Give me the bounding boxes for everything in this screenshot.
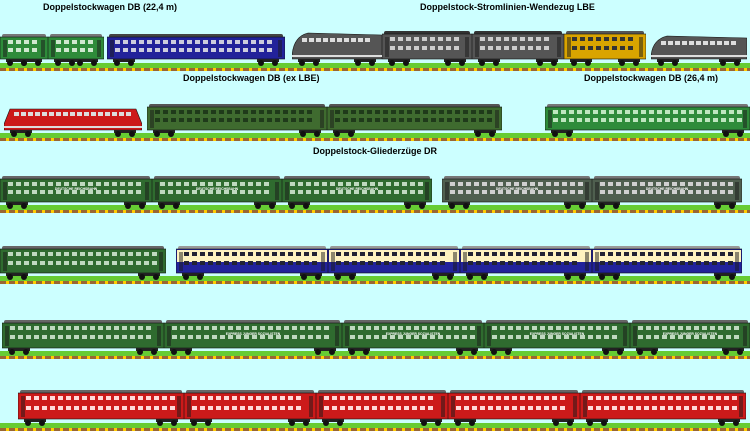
db-v200-locomotive xyxy=(4,105,142,137)
red-double-deck-car-3 xyxy=(316,390,448,426)
lbe-car-3 xyxy=(472,31,564,66)
red-double-deck-car-1 xyxy=(18,390,184,426)
title-db-22-4: Doppelstockwagen DB (22,4 m) xyxy=(43,2,178,12)
car-label-text: DEUTSCHE REICHSBAHN xyxy=(196,187,239,191)
ground-row-4 xyxy=(0,276,750,281)
car-label-text: DEUTSCHE REICHSBAHN xyxy=(336,187,379,191)
red-double-deck-car-5 xyxy=(580,390,746,426)
ground-row-6 xyxy=(0,423,750,428)
db-22-4-car-2 xyxy=(48,34,104,66)
red-double-deck-car-4 xyxy=(448,390,580,426)
title-lbe-wendezug: Doppelstock-Stromlinien-Wendezug LBE xyxy=(420,2,595,12)
express-car-3: EXPRESS JUNGER SOZIALISTEN xyxy=(484,320,630,355)
dr-glieder-car-1: DEUTSCHE REICHSBAHN xyxy=(0,176,152,209)
car-label-text: EXPRESS JUNGER SOZIALISTEN xyxy=(226,332,281,336)
title-db-26-4: Doppelstockwagen DB (26,4 m) xyxy=(584,73,719,83)
db-22-4-car-1 xyxy=(0,34,48,66)
db-ex-lbe-car-2 xyxy=(327,104,502,137)
rail-row-3 xyxy=(0,210,750,213)
dr-green-car-row4 xyxy=(0,246,166,280)
title-db-ex-lbe: Doppelstockwagen DB (ex LBE) xyxy=(183,73,320,83)
lbe-streamline-cab-car xyxy=(292,31,382,66)
express-car-2: EXPRESS JUNGER SOZIALISTEN xyxy=(342,320,484,355)
db-26-4-car xyxy=(545,104,750,137)
rail-row-6 xyxy=(0,428,750,431)
rail-row-1 xyxy=(0,68,750,71)
dr-cream-blue-car-1 xyxy=(176,246,328,280)
ground-row-5 xyxy=(0,351,750,356)
lbe-middle-car xyxy=(382,31,472,66)
dr-cream-blue-car-4 xyxy=(592,246,742,280)
dr-glieder-grey-car-1: DEUTSCHE REICHSBAHN xyxy=(442,176,592,209)
red-double-deck-car-2 xyxy=(184,390,316,426)
dr-cream-blue-car-3 xyxy=(460,246,592,280)
rail-row-4 xyxy=(0,281,750,284)
title-dr-glieder: Doppelstock-Gliederzüge DR xyxy=(313,146,438,156)
car-label-text: EXPRESS JUNGER SOZIALISTEN xyxy=(530,332,585,336)
rail-row-5 xyxy=(0,356,750,359)
car-label-text: DEUTSCHE REICHSBAHN xyxy=(496,187,539,191)
car-label-text: EXPRESS JUNGER SOZIALISTEN xyxy=(663,332,718,336)
car-label-text: DEUTSCHE REICHSBAHN xyxy=(646,187,689,191)
rail-row-2 xyxy=(0,138,750,141)
dr-glieder-grey-car-2: DEUTSCHE REICHSBAHN xyxy=(592,176,742,209)
dr-glieder-car-3: DEUTSCHE REICHSBAHN xyxy=(282,176,432,209)
express-car-1: EXPRESS JUNGER SOZIALISTEN xyxy=(164,320,342,355)
dr-cream-blue-car-2 xyxy=(328,246,460,280)
car-label-text: DEUTSCHE REICHSBAHN xyxy=(55,187,98,191)
db-ex-lbe-car-1 xyxy=(147,104,327,137)
lbe-locomotive xyxy=(651,34,747,66)
ground-row-1 xyxy=(0,63,750,68)
dr-green-car-row5 xyxy=(2,320,164,355)
dr-glieder-car-2: DEUTSCHE REICHSBAHN xyxy=(152,176,282,209)
lbe-yellow-car xyxy=(564,31,646,66)
db-22-4-blue-car xyxy=(107,34,285,66)
car-label-text: EXPRESS JUNGER SOZIALISTEN xyxy=(386,332,441,336)
ground-row-2 xyxy=(0,133,750,138)
ground-row-3 xyxy=(0,205,750,210)
express-car-4: EXPRESS JUNGER SOZIALISTEN xyxy=(630,320,750,355)
